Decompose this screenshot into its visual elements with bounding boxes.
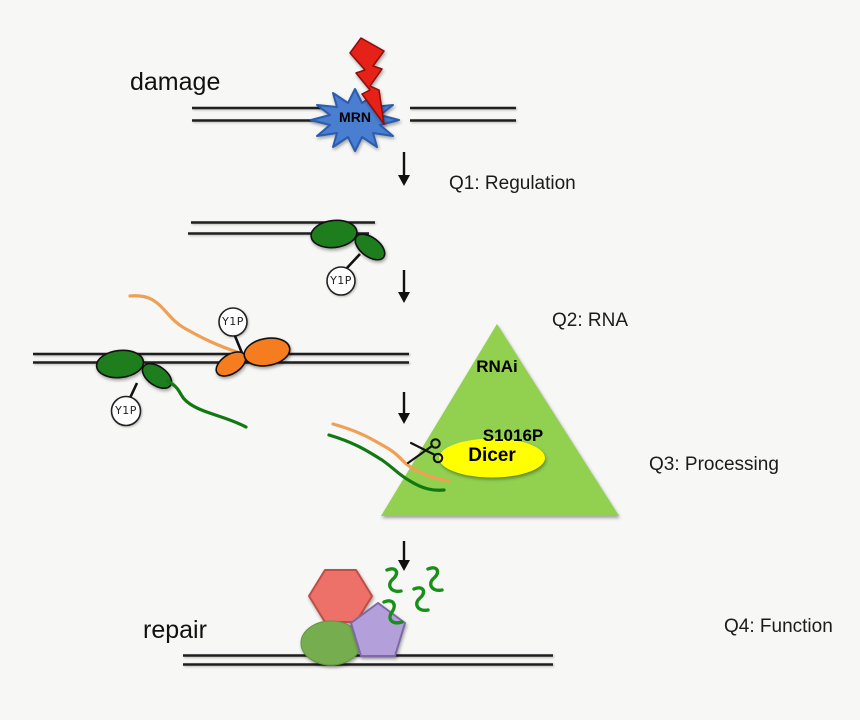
q4-label: Q4: Function: [724, 616, 833, 637]
sirna-squiggle: [385, 567, 403, 593]
dicer-oval: [439, 438, 545, 478]
y1p-badge: Y1P: [115, 404, 137, 417]
phospho-badge-circle: [110, 395, 142, 427]
mrn-label: MRN: [339, 109, 371, 125]
repair-label: repair: [143, 616, 207, 644]
orange-protein-complex: [215, 337, 291, 377]
scissors-icon: [406, 438, 444, 465]
phospho-connector: [345, 253, 361, 270]
arrow-down-icon: [398, 392, 410, 424]
damage-label: damage: [130, 68, 221, 96]
green-protein-complex: [95, 349, 173, 390]
arrow-down-icon: [398, 270, 410, 303]
phospho-connector: [128, 382, 139, 399]
phospho-badge-circle: [326, 266, 356, 296]
q2-label: Q2: RNA: [552, 310, 629, 331]
sirna-squiggle: [412, 586, 430, 612]
arrow-down-icon: [398, 152, 410, 186]
sirna-fragments: [382, 566, 444, 625]
sirna-squiggle: [426, 566, 444, 592]
green-protein-complex: [310, 219, 386, 261]
rnai-label: RNAi: [476, 357, 518, 376]
rna-duplex-green: [327, 433, 446, 492]
arrow-down-icon: [398, 541, 410, 571]
dna-broken-right: [410, 106, 516, 122]
dna-broken-left: [192, 106, 328, 122]
rnai-triangle: [381, 324, 619, 516]
sirna-squiggle: [382, 599, 404, 625]
y1p-badge: Y1P: [222, 315, 244, 328]
dicer-label: Dicer: [468, 445, 516, 466]
y1p-badge: Y1P: [330, 274, 352, 287]
lightning-bolt-icon: [349, 37, 385, 125]
rna-duplex-orange: [331, 422, 451, 483]
q3-label: Q3: Processing: [649, 454, 779, 475]
rna-strand-orange: [128, 294, 239, 354]
phospho-connector: [233, 335, 244, 354]
q1-label: Q1: Regulation: [449, 173, 576, 194]
rna-strand-green: [166, 379, 248, 429]
s1016p-label: S1016P: [482, 426, 544, 445]
phospho-badge-circle: [218, 307, 248, 337]
